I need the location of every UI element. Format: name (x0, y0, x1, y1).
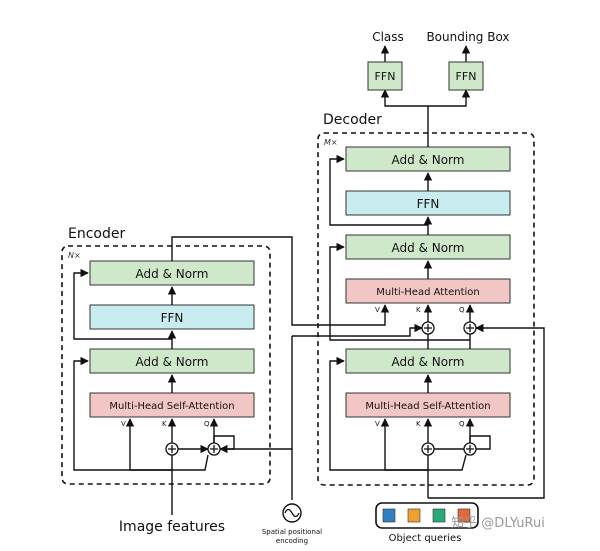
decoder-add-norm-top-label: Add & Norm (392, 153, 465, 167)
decoder-ffn-label: FFN (417, 197, 440, 211)
watermark-text: 知乎 @DLYuRui (451, 515, 545, 531)
decoder-repeat-label: M× (324, 138, 338, 147)
encoder-add-norm-bottom: Add & Norm (89, 348, 255, 374)
decoder-self-attention-label: Multi-Head Self-Attention (365, 401, 490, 412)
spatial-encoding-label-line1: Spatial positional (262, 528, 322, 536)
bbox-ffn-label: FFN (456, 70, 477, 83)
encoder-repeat-label: N× (68, 251, 81, 260)
decoder-self-attention-block: Multi-Head Self-Attention (345, 392, 511, 418)
query-red-swatch (457, 508, 471, 523)
decoder-cross-k-plus-icon (421, 321, 435, 335)
decoder-self-k-plus-icon (421, 442, 435, 456)
decoder-cross-k-label: K (416, 306, 421, 314)
decoder-add-norm-mid: Add & Norm (345, 234, 511, 260)
encoder-ffn-block: FFN (89, 304, 255, 330)
decoder-self-k-label: K (416, 420, 421, 428)
encoder-k-plus-icon (165, 442, 179, 456)
decoder-cross-v-label: V (375, 306, 380, 314)
class-output-label: Class (372, 30, 404, 44)
spatial-encoding-label-line2: encoding (276, 537, 308, 545)
decoder-connectors (291, 45, 545, 499)
class-ffn-block: FFN (367, 61, 403, 91)
decoder-self-q-plus-icon (463, 442, 477, 456)
spatial-encoding-wave-icon (282, 503, 302, 523)
decoder-add-norm-mid-label: Add & Norm (392, 241, 465, 255)
bbox-output-label: Bounding Box (426, 30, 509, 44)
object-queries-box (375, 502, 479, 529)
decoder-cross-q-label: Q (459, 306, 465, 314)
encoder-v-label: V (121, 420, 126, 428)
image-features-label: Image features (119, 519, 225, 535)
query-blue-swatch (382, 508, 396, 523)
object-queries-label: Object queries (389, 533, 462, 544)
query-orange-swatch (407, 508, 421, 523)
encoder-title: Encoder (68, 226, 125, 242)
class-ffn-label: FFN (375, 70, 396, 83)
query-green-swatch (432, 508, 446, 523)
decoder-title: Decoder (323, 112, 382, 128)
bbox-ffn-block: FFN (448, 61, 484, 91)
decoder-add-norm-bottom-label: Add & Norm (392, 355, 465, 369)
encoder-self-attention-block: Multi-Head Self-Attention (89, 392, 255, 418)
encoder-self-attention-label: Multi-Head Self-Attention (109, 401, 234, 412)
encoder-add-norm-bottom-label: Add & Norm (136, 355, 209, 369)
encoder-dashed-frame (61, 245, 271, 485)
encoder-k-label: K (162, 420, 167, 428)
decoder-dashed-frame (317, 132, 535, 486)
decoder-cross-q-plus-icon (463, 321, 477, 335)
encoder-q-plus-icon (207, 442, 221, 456)
decoder-add-norm-top: Add & Norm (345, 146, 511, 172)
encoder-add-norm-top-label: Add & Norm (136, 267, 209, 281)
encoder-q-label: Q (204, 420, 210, 428)
encoder-ffn-label: FFN (161, 311, 184, 325)
encoder-add-norm-top: Add & Norm (89, 260, 255, 286)
decoder-ffn-block: FFN (345, 190, 511, 216)
decoder-add-norm-bottom: Add & Norm (345, 348, 511, 374)
decoder-cross-attention-block: Multi-Head Attention (345, 278, 511, 304)
decoder-self-v-label: V (375, 420, 380, 428)
decoder-self-q-label: Q (459, 420, 465, 428)
decoder-cross-attention-label: Multi-Head Attention (376, 287, 480, 298)
